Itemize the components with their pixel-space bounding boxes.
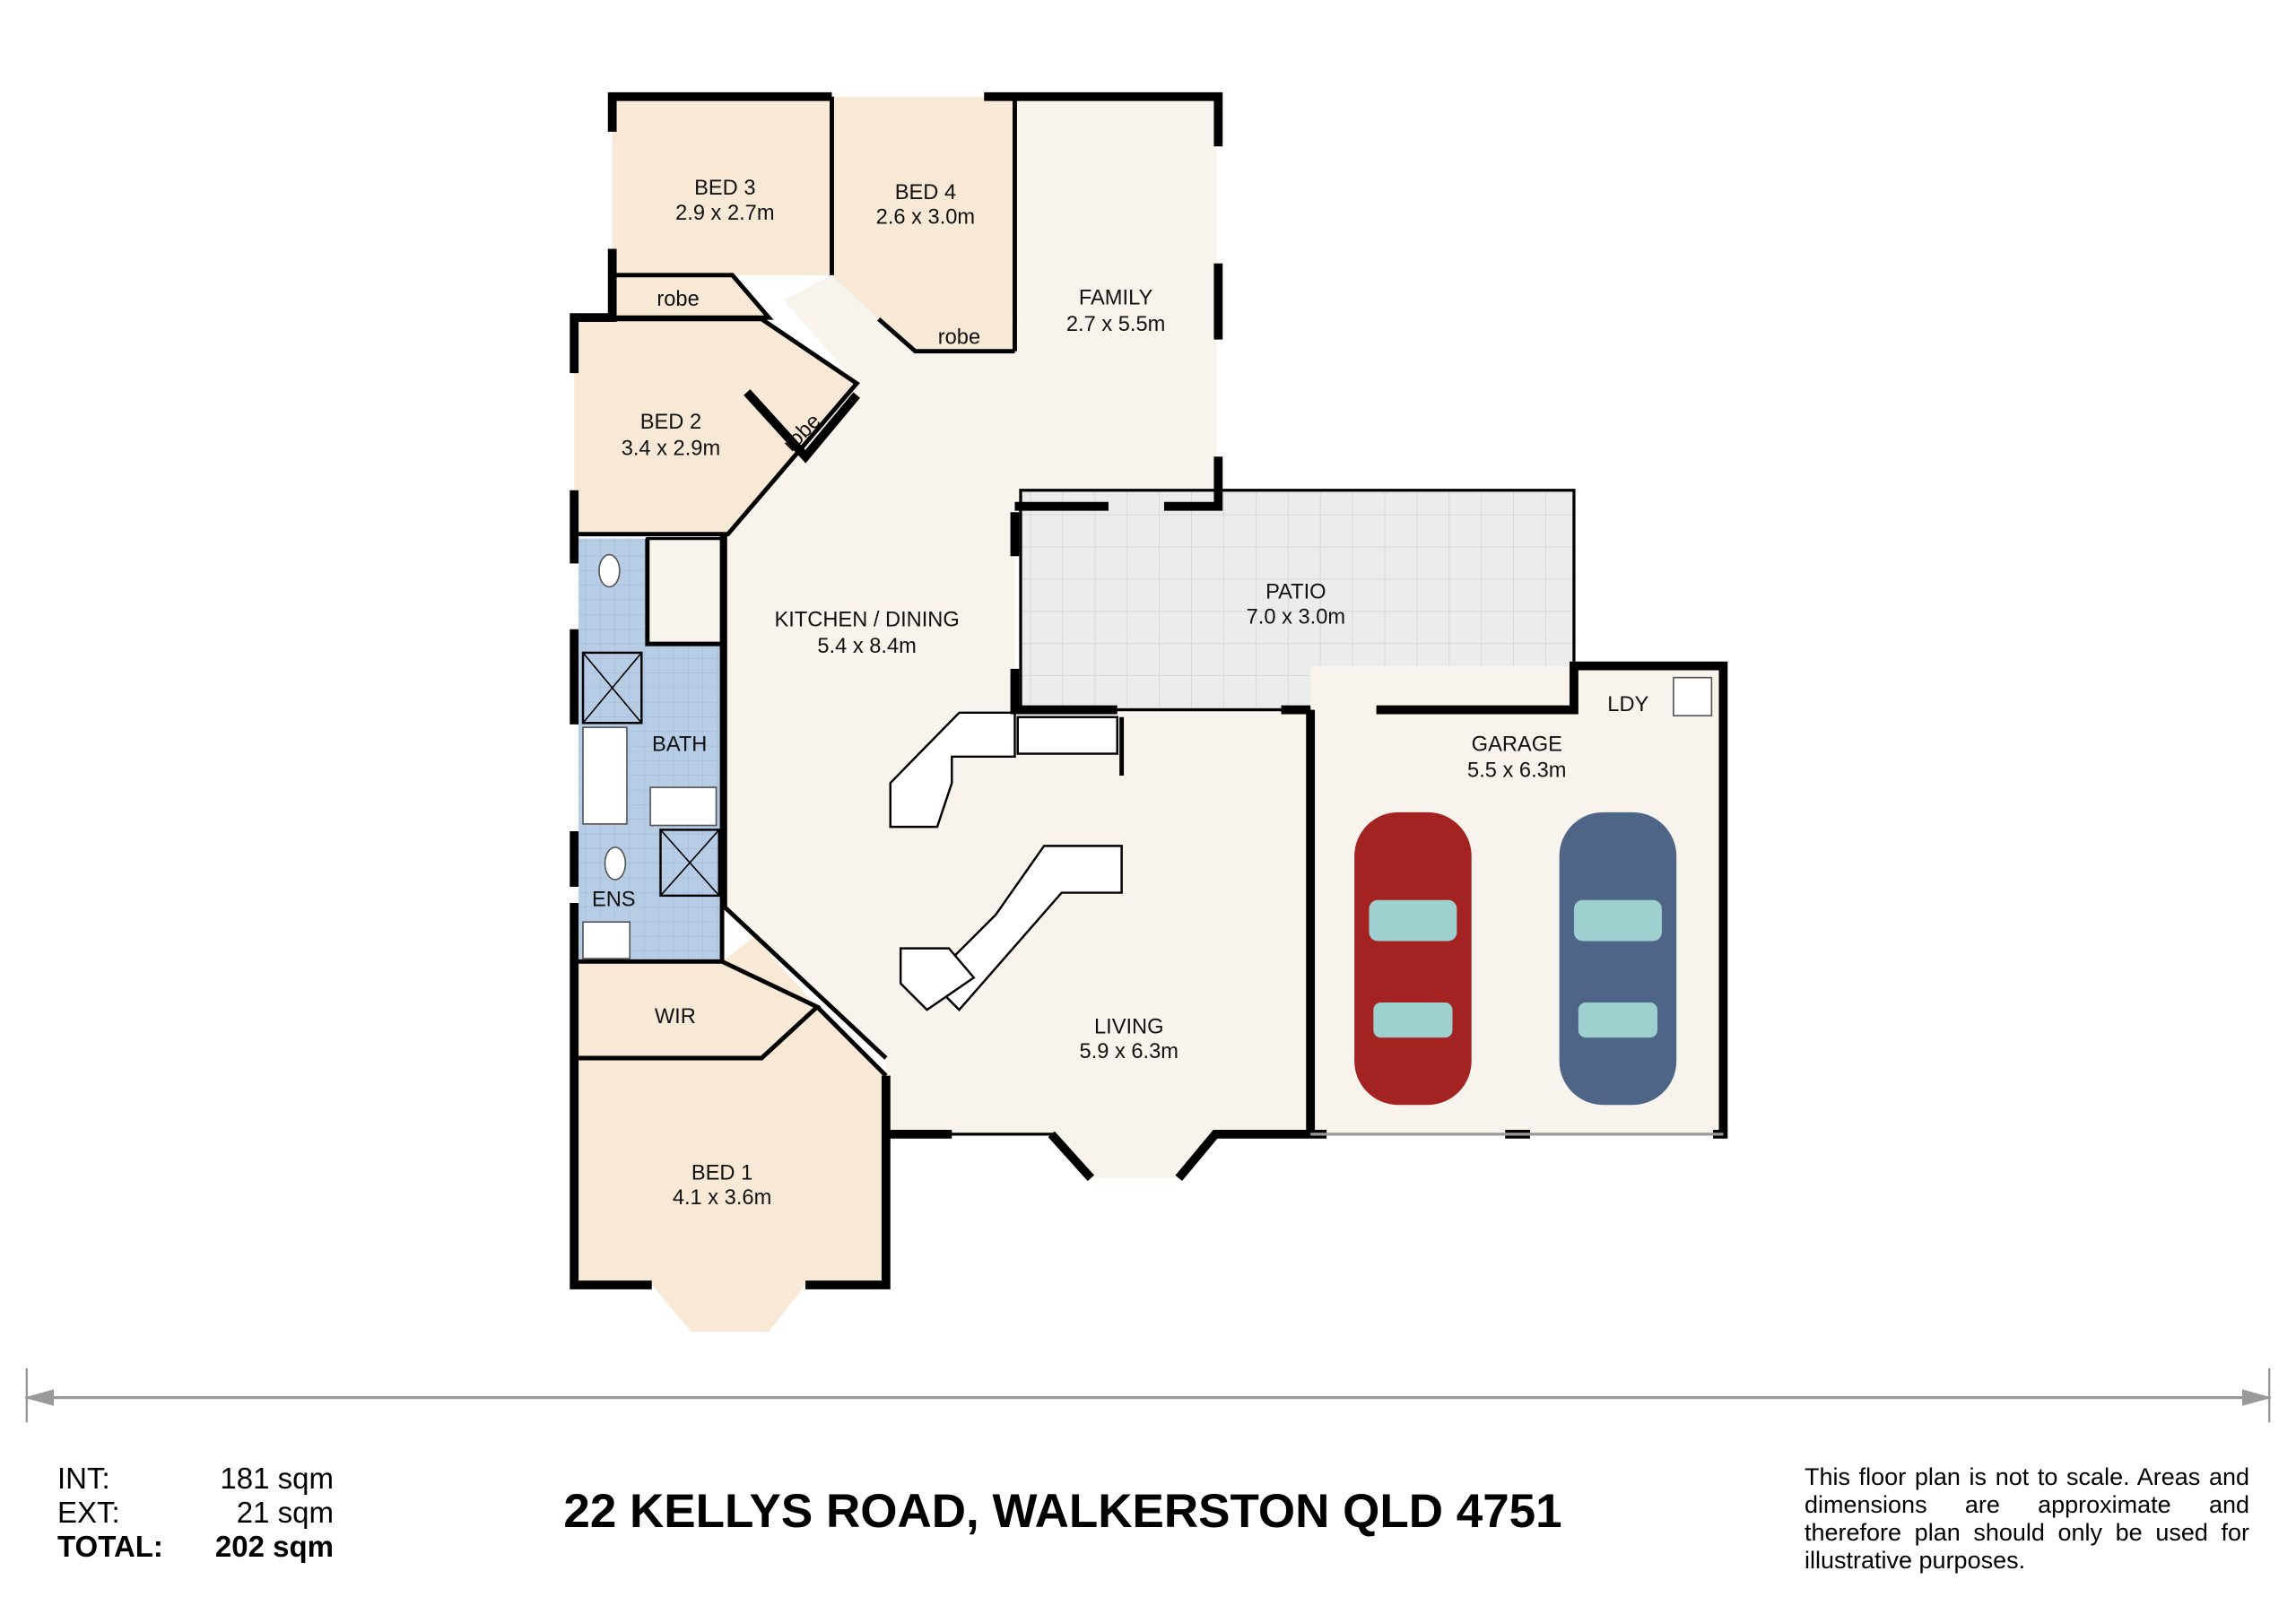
shower-bath [581,651,643,725]
label-bath: BATH [652,733,707,756]
label-kitchen: KITCHEN / DINING [774,609,959,632]
shower-ens [659,829,721,898]
room-bed4 [831,96,1015,319]
ext-label: EXT: [57,1496,120,1529]
pantry [899,947,976,1011]
size-bed3: 2.9 x 2.7m [675,202,774,225]
laundry-tub [1673,676,1713,716]
kitchen-cooktop-bench [928,845,1123,1011]
room-bed3 [612,96,832,275]
label-robe-bed4: robe [938,326,980,350]
label-ens: ENS [592,888,636,911]
car-red-icon [1354,812,1472,1106]
room-wir [578,936,818,1059]
label-bed3: BED 3 [694,177,755,200]
toilet-ens [604,846,627,881]
size-bed1: 4.1 x 3.6m [673,1186,771,1210]
int-value: 181 sqm [220,1462,334,1495]
total-value: 202 sqm [214,1530,334,1563]
ext-value: 21 sqm [236,1496,334,1529]
robe-bed3-area [612,274,770,318]
label-bed1: BED 1 [691,1161,752,1185]
area-summary: INT: 181 sqm EXT: 21 sqm TOTAL: 202 sqm [57,1462,334,1564]
vanity-bath [649,786,718,827]
room-bed1 [574,1006,886,1332]
label-living: LIVING [1094,1015,1164,1038]
label-family: FAMILY [1079,286,1153,309]
toilet-bath [598,553,621,588]
total-label: TOTAL: [57,1530,163,1563]
size-living: 5.9 x 6.3m [1080,1040,1178,1063]
label-wir: WIR [655,1005,696,1028]
car-blue-icon [1559,812,1677,1106]
size-garage: 5.5 x 6.3m [1467,759,1566,783]
room-family [1014,96,1217,507]
size-family: 2.7 x 5.5m [1066,313,1165,336]
vanity-ens [582,921,631,959]
linen-cupboard [646,536,724,646]
label-garage: GARAGE [1472,733,1562,756]
size-patio: 7.0 x 3.0m [1247,605,1345,629]
label-robe-bed3: robe [657,288,699,311]
size-bed4: 2.6 x 3.0m [876,206,975,230]
label-patio: PATIO [1265,581,1326,604]
kitchen-sink [1016,716,1118,755]
kitchen-bench [889,711,1016,829]
size-bed2: 3.4 x 2.9m [622,438,720,461]
robe-bed4-area [878,318,1015,352]
dimension-line [23,1368,2273,1423]
label-bed2: BED 2 [640,411,701,434]
property-address: 22 KELLYS ROAD, WALKERSTON QLD 4751 [563,1485,1562,1538]
disclaimer: This floor plan is not to scale. Areas a… [1805,1463,2249,1574]
size-kitchen: 5.4 x 8.4m [817,635,916,658]
int-label: INT: [57,1462,110,1495]
label-bed4: BED 4 [895,181,956,204]
room-bed2 [574,318,857,534]
label-ldy: LDY [1607,693,1648,716]
bathtub [582,726,628,825]
